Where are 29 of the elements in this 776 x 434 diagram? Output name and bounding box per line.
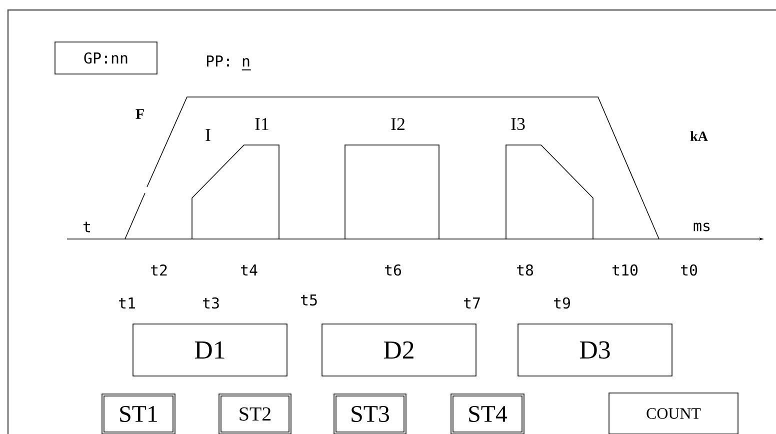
time-label: t0: [680, 264, 698, 276]
axis-label: I: [206, 129, 210, 141]
time-label: t2: [150, 264, 167, 276]
time-label: t8: [516, 264, 534, 276]
counter-box: COUNT: [608, 392, 738, 434]
pulse-label: I2: [391, 118, 404, 130]
step-box: ST1: [102, 394, 176, 434]
axis-label: t: [83, 222, 90, 232]
status-text: PP: n: [206, 56, 252, 70]
step-box: ST4: [450, 394, 524, 434]
time-label: t9: [554, 297, 570, 309]
unit-label: kA: [690, 131, 708, 141]
unit-label: ms: [694, 222, 710, 232]
time-label: t5: [300, 294, 317, 306]
time-label: t3: [202, 297, 219, 309]
time-label: t4: [240, 264, 258, 276]
interval-box: D2: [322, 324, 476, 376]
interval-box: D3: [518, 324, 672, 376]
pulse-label: I1: [255, 118, 268, 130]
pulse-label: I3: [511, 118, 525, 130]
step-box: ST3: [334, 394, 406, 434]
time-label: t10: [612, 264, 638, 276]
time-label: t6: [384, 264, 402, 276]
interval-box: D1: [132, 324, 288, 376]
time-label: t1: [118, 298, 135, 308]
step-box: ST2: [218, 394, 292, 434]
time-label: t7: [464, 298, 480, 308]
axis-label: F: [136, 109, 144, 119]
value-box: GP:nn: [54, 42, 158, 74]
